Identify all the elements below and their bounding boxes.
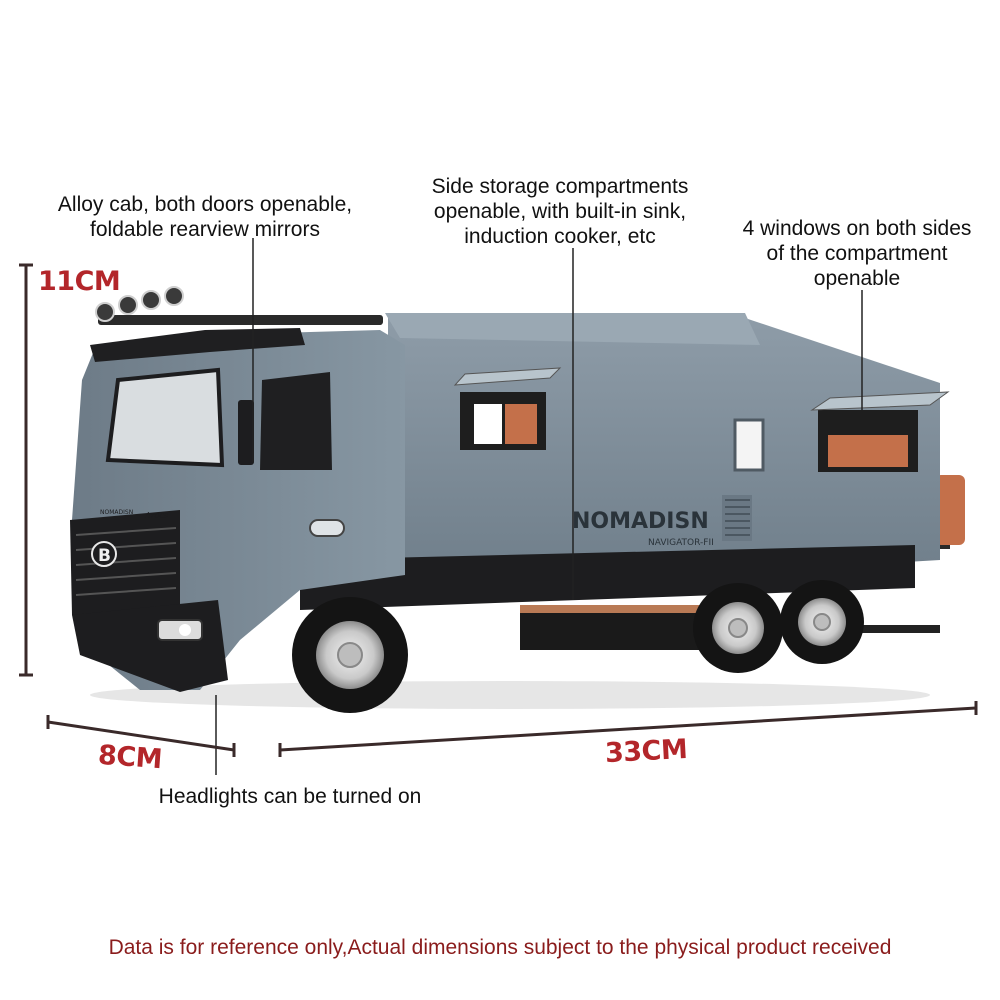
grille-badge bbox=[91, 541, 117, 567]
cab-callout-line-1: Alloy cab, both doors openable, bbox=[57, 193, 353, 216]
height-dimension-line bbox=[19, 263, 33, 677]
cab-label: NOMADISN bbox=[100, 509, 133, 516]
window-awning-rear bbox=[810, 391, 950, 411]
storage-callout-line-1: Side storage compartments bbox=[431, 175, 689, 198]
storage-callout-line-3: induction cooker, etc bbox=[464, 225, 656, 248]
compartment-window-front-orange bbox=[505, 404, 537, 444]
rear-wheel-2 bbox=[780, 580, 864, 664]
roof-lights bbox=[95, 286, 184, 322]
front-bumper bbox=[72, 600, 228, 692]
front-wheel bbox=[292, 597, 408, 713]
compartment-window-front-glass bbox=[474, 404, 502, 444]
height-dimension-label: 11CM bbox=[38, 266, 121, 297]
headlights-callout-line-1: Headlights can be turned on bbox=[158, 785, 422, 808]
cab-callout-line-2: foldable rearview mirrors bbox=[90, 218, 320, 241]
cab-callout: Alloy cab, both doors openable, foldable… bbox=[30, 192, 380, 242]
windshield bbox=[105, 367, 225, 468]
length-dimension-line bbox=[278, 701, 978, 757]
chassis bbox=[300, 545, 915, 610]
width-dimension-label: 8CM bbox=[96, 739, 163, 776]
side-vent bbox=[722, 495, 752, 541]
roof-light-bar bbox=[98, 315, 383, 325]
cab-model-label: Arocs bbox=[144, 511, 168, 520]
storage-callout-line-2: openable, with built-in sink, bbox=[433, 200, 687, 223]
rear-tow-bar bbox=[855, 625, 940, 633]
compartment-model-text: NAVIGATOR-FII bbox=[648, 538, 714, 548]
compartment-window-small bbox=[733, 418, 765, 472]
storage-drawer-trim bbox=[520, 605, 720, 613]
rear-wheel-1 bbox=[693, 583, 783, 673]
compartment-box bbox=[388, 317, 940, 590]
windows-callout-line-2: of the compartment bbox=[766, 242, 948, 265]
storage-callout: Side storage compartments openable, with… bbox=[400, 174, 720, 249]
cab-roof-spoiler bbox=[90, 328, 305, 362]
rearview-mirror bbox=[238, 400, 254, 465]
ground-shadow bbox=[90, 681, 930, 709]
windows-callout-line-1: 4 windows on both sides bbox=[742, 217, 972, 240]
footer-disclaimer: Data is for reference only,Actual dimens… bbox=[108, 936, 892, 959]
width-dimension-line bbox=[46, 715, 236, 757]
compartment-window-rear-orange bbox=[828, 435, 908, 467]
headlight-bulb bbox=[179, 624, 191, 636]
window-awning-front bbox=[453, 367, 562, 386]
grille-badge-letter: B bbox=[98, 546, 111, 566]
spare-tire bbox=[935, 475, 965, 545]
windows-callout-line-3: openable bbox=[813, 267, 901, 290]
cab-door-handle bbox=[309, 519, 345, 537]
length-dimension-label: 33CM bbox=[604, 733, 689, 770]
compartment-brand-text: NOMADISN bbox=[572, 509, 709, 534]
cab-side-window bbox=[260, 372, 332, 470]
headlights-callout: Headlights can be turned on bbox=[140, 784, 440, 809]
windows-callout: 4 windows on both sides of the compartme… bbox=[722, 216, 992, 291]
